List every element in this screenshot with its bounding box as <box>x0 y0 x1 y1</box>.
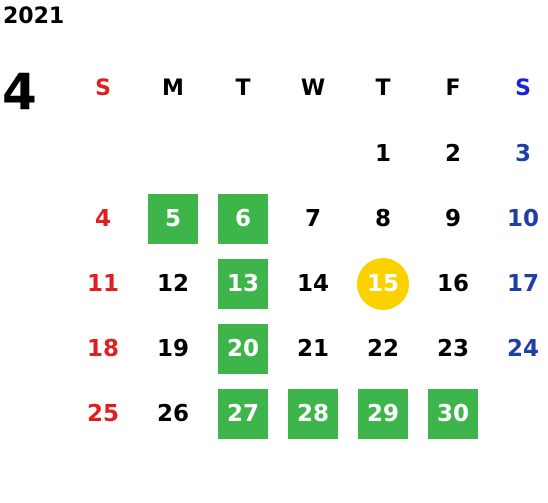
day-number: 7 <box>304 205 321 232</box>
day-number: 23 <box>436 335 469 362</box>
day-number: 25 <box>86 400 119 427</box>
day-cell[interactable]: 11 <box>68 251 138 316</box>
day-cell[interactable]: 26 <box>138 381 208 446</box>
empty-cell <box>68 121 138 186</box>
day-number: 17 <box>506 270 539 297</box>
day-number: 26 <box>156 400 189 427</box>
day-cell[interactable]: 19 <box>138 316 208 381</box>
day-cell[interactable]: 22 <box>348 316 418 381</box>
year-label: 2021 <box>3 4 65 29</box>
weekday-header: F <box>445 76 461 101</box>
day-cell[interactable]: 4 <box>68 186 138 251</box>
highlighted-day-cell[interactable]: 6 <box>208 186 278 251</box>
day-number: 3 <box>514 140 531 167</box>
empty-cell <box>208 121 278 186</box>
today-cell[interactable]: 15 <box>348 251 418 316</box>
day-number: 18 <box>86 335 119 362</box>
day-cell[interactable]: 17 <box>488 251 548 316</box>
day-number: 13 <box>226 270 259 297</box>
highlighted-day-cell[interactable]: 5 <box>138 186 208 251</box>
empty-cell <box>278 121 348 186</box>
highlighted-day-cell[interactable]: 28 <box>278 381 348 446</box>
day-number: 16 <box>436 270 469 297</box>
day-number: 20 <box>226 335 259 362</box>
weekday-header: M <box>162 76 184 101</box>
day-cell[interactable]: 12 <box>138 251 208 316</box>
day-cell[interactable]: 9 <box>418 186 488 251</box>
day-number: 14 <box>296 270 329 297</box>
day-number: 24 <box>506 335 539 362</box>
day-number: 28 <box>296 400 329 427</box>
day-cell[interactable]: 3 <box>488 121 548 186</box>
day-cell[interactable]: 25 <box>68 381 138 446</box>
weekday-header: T <box>235 76 251 101</box>
day-number: 4 <box>94 205 111 232</box>
weekday-header: W <box>300 76 326 101</box>
day-number: 1 <box>374 140 391 167</box>
empty-cell <box>138 121 208 186</box>
day-cell[interactable]: 8 <box>348 186 418 251</box>
day-number: 8 <box>374 205 391 232</box>
day-cell[interactable]: 14 <box>278 251 348 316</box>
day-number: 15 <box>366 270 399 297</box>
weekday-header: T <box>375 76 391 101</box>
day-number: 29 <box>366 400 399 427</box>
day-cell[interactable]: 18 <box>68 316 138 381</box>
highlighted-day-cell[interactable]: 27 <box>208 381 278 446</box>
day-number: 30 <box>436 400 469 427</box>
highlighted-day-cell[interactable]: 30 <box>418 381 488 446</box>
day-cell[interactable]: 7 <box>278 186 348 251</box>
day-number: 19 <box>156 335 189 362</box>
day-number: 27 <box>226 400 259 427</box>
day-cell[interactable]: 10 <box>488 186 548 251</box>
day-cell[interactable]: 23 <box>418 316 488 381</box>
day-number: 22 <box>366 335 399 362</box>
day-number: 10 <box>506 205 539 232</box>
day-number: 5 <box>164 205 181 232</box>
day-number: 11 <box>86 270 119 297</box>
day-number: 6 <box>234 205 251 232</box>
highlighted-day-cell[interactable]: 13 <box>208 251 278 316</box>
day-cell[interactable]: 21 <box>278 316 348 381</box>
highlighted-day-cell[interactable]: 29 <box>348 381 418 446</box>
month-label: 4 <box>2 63 37 121</box>
day-number: 2 <box>444 140 461 167</box>
highlighted-day-cell[interactable]: 20 <box>208 316 278 381</box>
day-cell[interactable]: 1 <box>348 121 418 186</box>
weekday-header: S <box>515 76 531 101</box>
day-cell[interactable]: 16 <box>418 251 488 316</box>
day-number: 12 <box>156 270 189 297</box>
day-number: 9 <box>444 205 461 232</box>
day-cell[interactable]: 24 <box>488 316 548 381</box>
weekday-header: S <box>95 76 111 101</box>
day-number: 21 <box>296 335 329 362</box>
day-cell[interactable]: 2 <box>418 121 488 186</box>
